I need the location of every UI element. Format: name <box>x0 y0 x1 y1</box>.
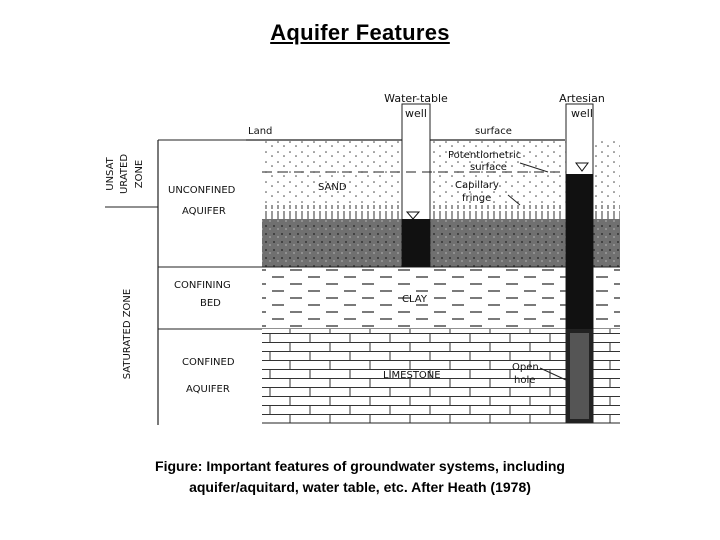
figure-caption: Figure: Important features of groundwate… <box>60 456 660 498</box>
layer-label: CONFINING <box>174 280 231 291</box>
artesian-marker-icon <box>575 162 589 172</box>
well-label: well <box>571 107 593 120</box>
material-label: LIMESTONE <box>383 370 441 381</box>
land-label: Land <box>248 126 272 137</box>
zone-label: ZONE <box>134 160 145 189</box>
water-table-marker-icon <box>405 211 421 220</box>
layer-label: AQUIFER <box>182 206 226 217</box>
sand-layer <box>262 140 620 212</box>
annotation-label: Potentiometric <box>448 150 521 161</box>
annotation-label: Open <box>512 362 539 373</box>
material-label: CLAY <box>402 294 428 305</box>
layer-label: BED <box>200 298 221 309</box>
well-label: well <box>405 107 427 120</box>
material-label: SAND <box>318 182 347 193</box>
caption-line: Figure: Important features of groundwate… <box>155 458 565 474</box>
well-label: Artesian <box>559 92 605 105</box>
layer-label: UNCONFINED <box>168 185 236 196</box>
capillary-fringe-band <box>262 205 620 219</box>
surface-label: surface <box>475 126 512 137</box>
clay-layer <box>262 267 620 329</box>
saturated-sand-layer <box>262 219 620 267</box>
layer-label: AQUIFER <box>186 384 230 395</box>
annotation-label: Capillary <box>455 180 499 191</box>
annotation-label: hole <box>514 375 535 386</box>
zone-label: UNSAT <box>105 156 116 190</box>
annotation-label: surface <box>470 162 507 173</box>
layer-label: CONFINED <box>182 357 235 368</box>
annotation-label: fringe <box>462 193 491 204</box>
limestone-layer <box>262 329 620 423</box>
page-title: Aquifer Features <box>270 20 450 45</box>
caption-line: aquifer/aquitard, water table, etc. Afte… <box>189 479 531 495</box>
well-label: Water-table <box>384 92 448 105</box>
zone-label: URATED <box>119 154 130 194</box>
zone-label: SATURATED ZONE <box>122 289 133 379</box>
